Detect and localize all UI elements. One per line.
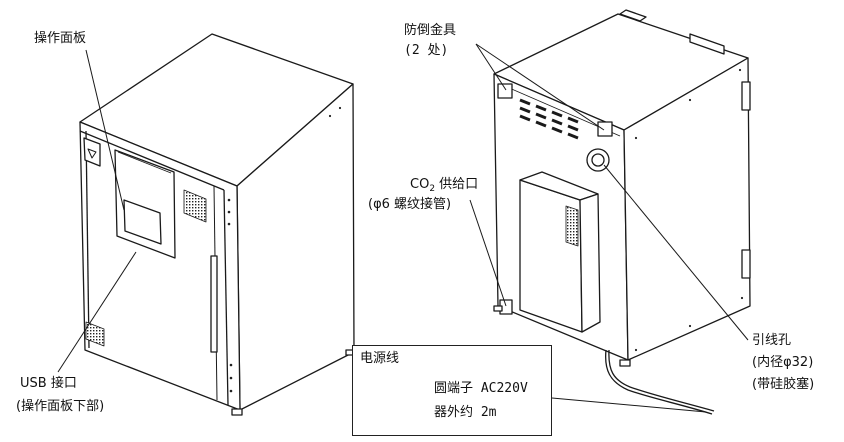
rear-vent-slots (519, 98, 579, 140)
side-rivets (227, 106, 342, 393)
control-panel-screen (123, 199, 162, 245)
leader-lines-right (469, 43, 749, 413)
foot (231, 408, 243, 416)
power-cord (604, 349, 715, 415)
anti-tip-label: 防倒金具 (404, 23, 457, 38)
rear-module-box (519, 179, 583, 333)
control-panel-label: 操作面板 (34, 31, 87, 46)
cable-hole-note: (带硅胶塞) (752, 377, 815, 392)
cable-hole-inner (591, 153, 605, 167)
co2-inlet-note: (φ6 螺纹接管) (368, 197, 452, 212)
anti-tip-count: (2 处) (404, 43, 449, 58)
rear-unit-side (623, 57, 751, 361)
front-vent-grille (85, 321, 105, 347)
terminal-voltage-label: 圆端子 AC220V (434, 381, 528, 396)
power-cord-callout-box (352, 345, 552, 436)
usb-port-note: (操作面板下部) (16, 399, 105, 414)
front-view-unit (79, 33, 355, 416)
brand-plate (183, 189, 207, 223)
rear-module-grille (565, 205, 579, 247)
anti-tip-bracket-right (597, 121, 613, 137)
side-hinge-bottom (741, 249, 751, 279)
co2-inlet-label: CO2 供给口 (410, 177, 479, 194)
cable-hole-label: 引线孔 (752, 333, 792, 348)
cable-hole-dimension: (内径φ32) (752, 355, 814, 370)
power-cord-label: 电源线 (360, 351, 400, 366)
anti-tip-bracket-left (497, 83, 513, 99)
leader-lines-left (57, 49, 137, 373)
door-handle (210, 255, 218, 353)
cord-length-label: 器外约 2m (434, 405, 497, 420)
side-hinge-top (741, 81, 751, 111)
usb-port-label: USB 接口 (20, 376, 77, 391)
rear-view-unit (493, 9, 751, 367)
